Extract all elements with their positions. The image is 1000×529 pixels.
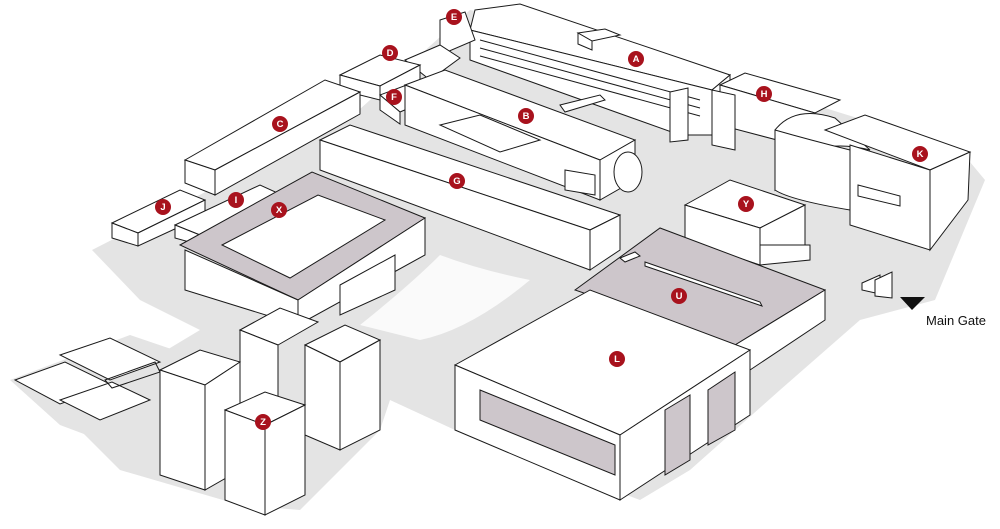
marker-circle — [756, 86, 772, 102]
marker-k[interactable]: K — [912, 146, 928, 162]
marker-circle — [738, 196, 754, 212]
marker-circle — [912, 146, 928, 162]
marker-h[interactable]: H — [756, 86, 772, 102]
marker-i[interactable]: I — [228, 192, 244, 208]
building-k[interactable] — [823, 114, 972, 252]
marker-circle — [671, 288, 687, 304]
tennis-courts — [13, 337, 162, 421]
marker-y[interactable]: Y — [738, 196, 754, 212]
marker-u[interactable]: U — [671, 288, 687, 304]
building-u[interactable] — [573, 227, 827, 381]
marker-circle — [446, 9, 462, 25]
marker-e[interactable]: E — [446, 9, 462, 25]
marker-circle — [386, 89, 402, 105]
marker-circle — [382, 45, 398, 61]
marker-b[interactable]: B — [518, 108, 534, 124]
marker-z[interactable]: Z — [255, 414, 271, 430]
marker-circle — [228, 192, 244, 208]
marker-circle — [518, 108, 534, 124]
main-gate-label: Main Gate — [926, 313, 986, 328]
marker-circle — [609, 351, 625, 367]
marker-j[interactable]: J — [155, 199, 171, 215]
marker-x[interactable]: X — [271, 202, 287, 218]
marker-g[interactable]: G — [449, 173, 465, 189]
marker-circle — [272, 116, 288, 132]
building-x[interactable] — [178, 171, 427, 326]
gate-posts — [861, 271, 893, 299]
building-l[interactable] — [453, 289, 752, 501]
marker-circle — [628, 51, 644, 67]
building-g[interactable] — [318, 114, 622, 271]
main-gate[interactable]: Main Gate — [900, 297, 986, 328]
marker-d[interactable]: D — [382, 45, 398, 61]
marker-circle — [271, 202, 287, 218]
building-a[interactable] — [469, 3, 732, 143]
building-h[interactable] — [711, 72, 871, 211]
marker-f[interactable]: F — [386, 89, 402, 105]
marker-l[interactable]: L — [609, 351, 625, 367]
marker-a[interactable]: A — [628, 51, 644, 67]
marker-circle — [449, 173, 465, 189]
marker-c[interactable]: C — [272, 116, 288, 132]
triangle-pointer-icon — [900, 297, 925, 310]
building-z[interactable] — [158, 307, 382, 516]
marker-circle — [255, 414, 271, 430]
marker-circle — [155, 199, 171, 215]
lawn-area — [360, 255, 530, 340]
